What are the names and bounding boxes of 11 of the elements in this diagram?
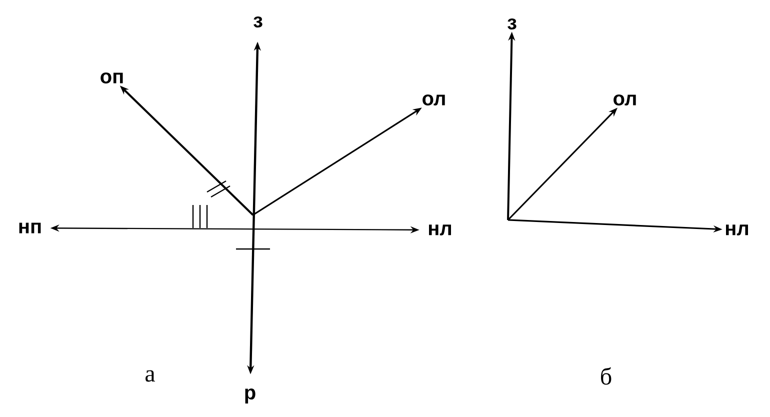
- axis-label: нл: [726, 224, 748, 236]
- axis-label: нл: [429, 224, 451, 236]
- axis-label: р: [245, 388, 256, 404]
- panel-letter: а: [146, 370, 155, 382]
- axis-label: нп: [19, 222, 41, 234]
- axis-label: ол: [614, 94, 636, 106]
- panel-letter: б: [601, 367, 612, 385]
- axis-label: оп: [100, 72, 123, 84]
- axis-label: з: [508, 18, 516, 30]
- axis-label: ол: [422, 94, 445, 106]
- axis-label: з: [254, 16, 262, 28]
